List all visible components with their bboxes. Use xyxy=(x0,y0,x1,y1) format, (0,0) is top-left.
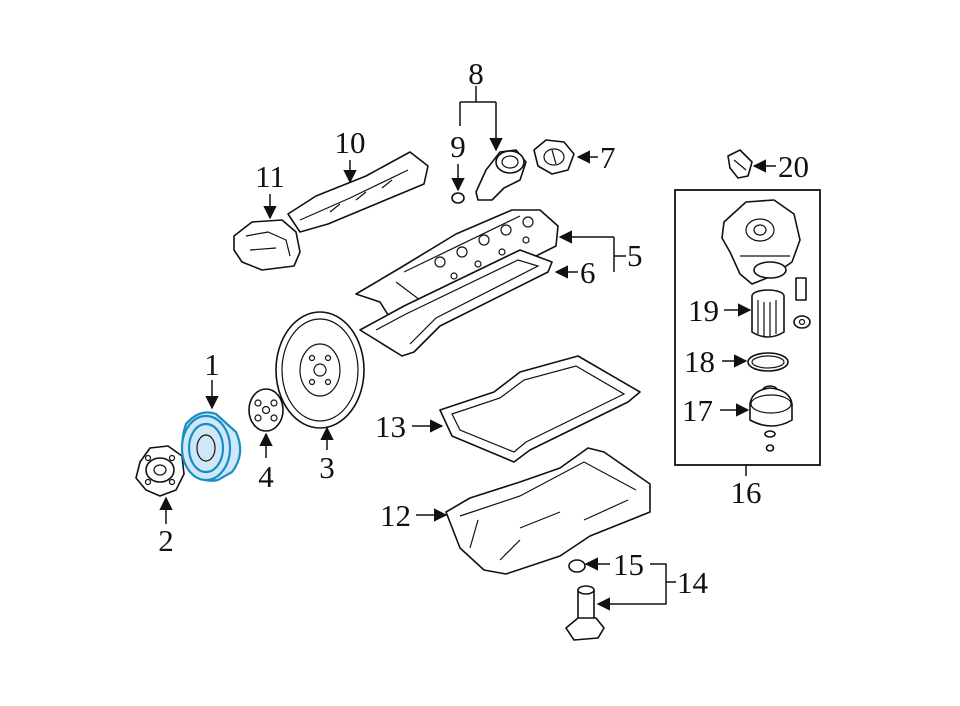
callout-18[interactable]: 18 xyxy=(684,344,715,379)
callout-7[interactable]: 7 xyxy=(600,140,616,175)
part-19-filter-element[interactable] xyxy=(751,289,811,338)
part-16-kit-box xyxy=(674,189,821,466)
part-1-vibration-damper[interactable] xyxy=(180,411,242,482)
part-7-filler-cap[interactable] xyxy=(533,139,575,175)
part-2-crank-hub[interactable] xyxy=(135,445,185,497)
part-10-intake-cover[interactable] xyxy=(287,151,429,233)
part-6-valve-cover-gasket[interactable] xyxy=(359,249,553,357)
callout-14[interactable]: 14 xyxy=(677,565,709,600)
callout-13[interactable]: 13 xyxy=(375,409,406,444)
callout-5[interactable]: 5 xyxy=(627,238,643,273)
callout-4[interactable]: 4 xyxy=(258,459,274,494)
part-12-oil-pan[interactable] xyxy=(445,447,651,575)
callout-16[interactable]: 16 xyxy=(731,475,762,510)
part-11-cover-bracket[interactable] xyxy=(233,219,301,271)
part-20-sensor[interactable] xyxy=(727,149,753,179)
callout-20[interactable]: 20 xyxy=(778,149,809,184)
callout-labels: 1 2 3 4 5 6 7 8 9 10 11 12 13 14 15 16 1… xyxy=(158,56,809,600)
part-13-oil-pan-gasket[interactable] xyxy=(439,355,641,463)
callout-19[interactable]: 19 xyxy=(688,293,719,328)
part-4-plate[interactable] xyxy=(248,388,284,432)
part-9-o-ring[interactable] xyxy=(451,192,465,204)
callout-10[interactable]: 10 xyxy=(335,125,366,160)
part-18-seal-ring[interactable] xyxy=(747,352,789,372)
callout-8[interactable]: 8 xyxy=(468,56,484,91)
part-16-oil-filter-housing[interactable] xyxy=(721,199,807,301)
callout-12[interactable]: 12 xyxy=(380,498,411,533)
part-17-filter-cap[interactable] xyxy=(749,385,793,452)
callout-17[interactable]: 17 xyxy=(682,393,713,428)
callout-2[interactable]: 2 xyxy=(158,523,174,558)
part-14-oil-level-sensor[interactable] xyxy=(565,585,605,641)
callout-6[interactable]: 6 xyxy=(580,255,596,290)
part-8-oil-filler-neck[interactable] xyxy=(475,149,527,201)
leader-lines xyxy=(159,86,776,611)
part-15-washer[interactable] xyxy=(568,559,586,573)
callout-11[interactable]: 11 xyxy=(255,159,285,194)
part-3-flywheel[interactable] xyxy=(275,311,365,429)
callout-9[interactable]: 9 xyxy=(450,129,466,164)
callout-3[interactable]: 3 xyxy=(319,450,335,485)
callout-15[interactable]: 15 xyxy=(613,547,644,582)
callout-1[interactable]: 1 xyxy=(204,347,220,382)
